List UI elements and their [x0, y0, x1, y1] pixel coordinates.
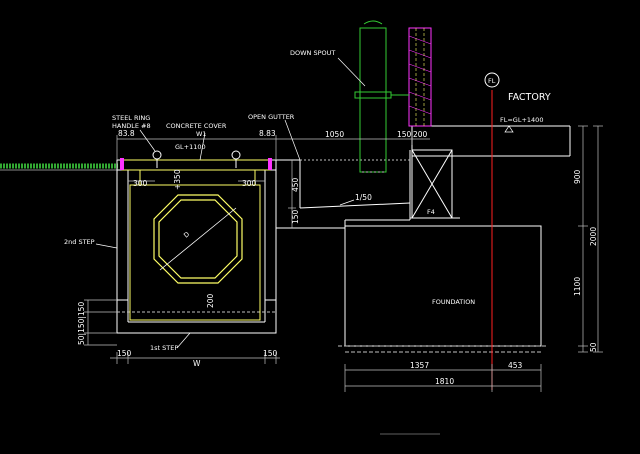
f4-label: F4 — [427, 208, 435, 216]
down-spout-label: DOWN SPOUT — [290, 49, 335, 57]
dim-83-8-left: 83.8 — [118, 129, 135, 138]
dim-350: +350 — [173, 169, 182, 190]
open-gutter-label: OPEN GUTTER — [248, 113, 295, 121]
handle-label: HANDLE #8 — [112, 122, 151, 130]
slope-label: 1/50 — [355, 193, 372, 202]
dim-150-bl: 150 — [117, 349, 132, 358]
cover-cap-right — [268, 158, 272, 170]
dim-450: 450 — [291, 177, 300, 192]
factory-label: FACTORY — [508, 92, 551, 103]
w-label: W — [193, 359, 201, 368]
dim-300-right: 300 — [242, 179, 257, 188]
ground-grass — [0, 163, 118, 171]
gl-level-label: GL+1100 — [175, 143, 206, 151]
second-step-label: 2nd STEP — [64, 238, 95, 246]
dimension-lines — [84, 125, 603, 392]
factory-slab — [410, 125, 571, 219]
w1-label: W1 — [196, 130, 207, 138]
dim-1810: 1810 — [435, 377, 454, 386]
dim-150-top: 150 — [397, 130, 412, 139]
dim-50-150-150: 50|150|150 — [77, 302, 86, 345]
dim-83-8-right: 8.83 — [259, 129, 276, 138]
dim-50-right: 50 — [589, 342, 598, 352]
leader-lines — [95, 57, 366, 349]
fl-symbol: FL — [488, 77, 496, 85]
dim-453: 453 — [508, 361, 523, 370]
fl-level-label: FL=GL+1400 — [500, 116, 543, 124]
dim-1357: 1357 — [410, 361, 429, 370]
steel-ring-label: STEEL RING — [112, 114, 150, 122]
dim-300-left: 300 — [133, 179, 148, 188]
concrete-cover-label: CONCRETE COVER — [166, 122, 227, 130]
factory-wall — [408, 27, 432, 127]
diameter-label: D — [182, 230, 191, 239]
foundation-block — [338, 225, 548, 353]
octagon-pipe — [153, 194, 243, 284]
dim-200-inner: 200 — [206, 293, 215, 308]
dim-150-br: 150 — [263, 349, 278, 358]
dim-1100: 1100 — [573, 277, 582, 296]
foundation-label: FOUNDATION — [432, 298, 475, 306]
fl-level-marker — [504, 125, 514, 133]
down-spout — [354, 20, 409, 173]
dim-1050: 1050 — [325, 130, 344, 139]
open-gutter — [276, 150, 411, 229]
dim-200-top: 200 — [413, 130, 428, 139]
dim-150-mid: 150 — [291, 209, 300, 224]
centerline-marker: FL — [484, 72, 500, 88]
first-step-label: 1st STEP — [150, 344, 178, 352]
cover-cap-left — [120, 158, 124, 170]
dim-900: 900 — [573, 169, 582, 184]
steel-ring-handle-icon — [152, 150, 241, 168]
dim-2000: 2000 — [589, 227, 598, 246]
